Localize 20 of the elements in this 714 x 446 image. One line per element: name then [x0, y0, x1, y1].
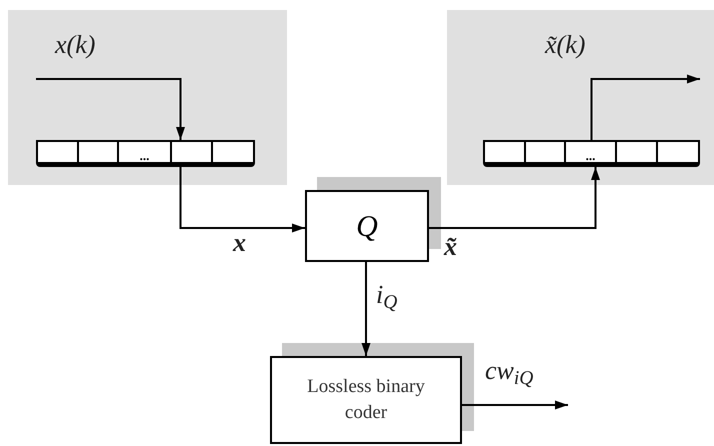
arrow	[180, 167, 305, 232]
arrow	[36, 78, 185, 140]
ellipsis-text: ...	[586, 150, 596, 162]
edge-label: x(k)	[55, 30, 96, 60]
edge-label: x̃(k)	[545, 30, 586, 60]
edge-label: x	[233, 228, 246, 258]
buffer-register	[36, 140, 255, 167]
edge-label: x̃	[444, 232, 457, 262]
arrow	[590, 74, 700, 140]
arrow	[462, 400, 568, 410]
panel-background	[8, 10, 287, 185]
arrow	[362, 262, 370, 356]
ellipsis-text: ...	[140, 150, 150, 162]
box-symbol: Q	[356, 208, 378, 244]
panel-background	[447, 10, 714, 185]
arrow	[429, 167, 600, 229]
edge-label: cw$_{iQ}$	[485, 356, 534, 386]
box-label: Lossless binary coder	[306, 375, 426, 425]
edge-label: i$_{Q}$	[376, 280, 398, 310]
buffer-register	[483, 140, 700, 167]
